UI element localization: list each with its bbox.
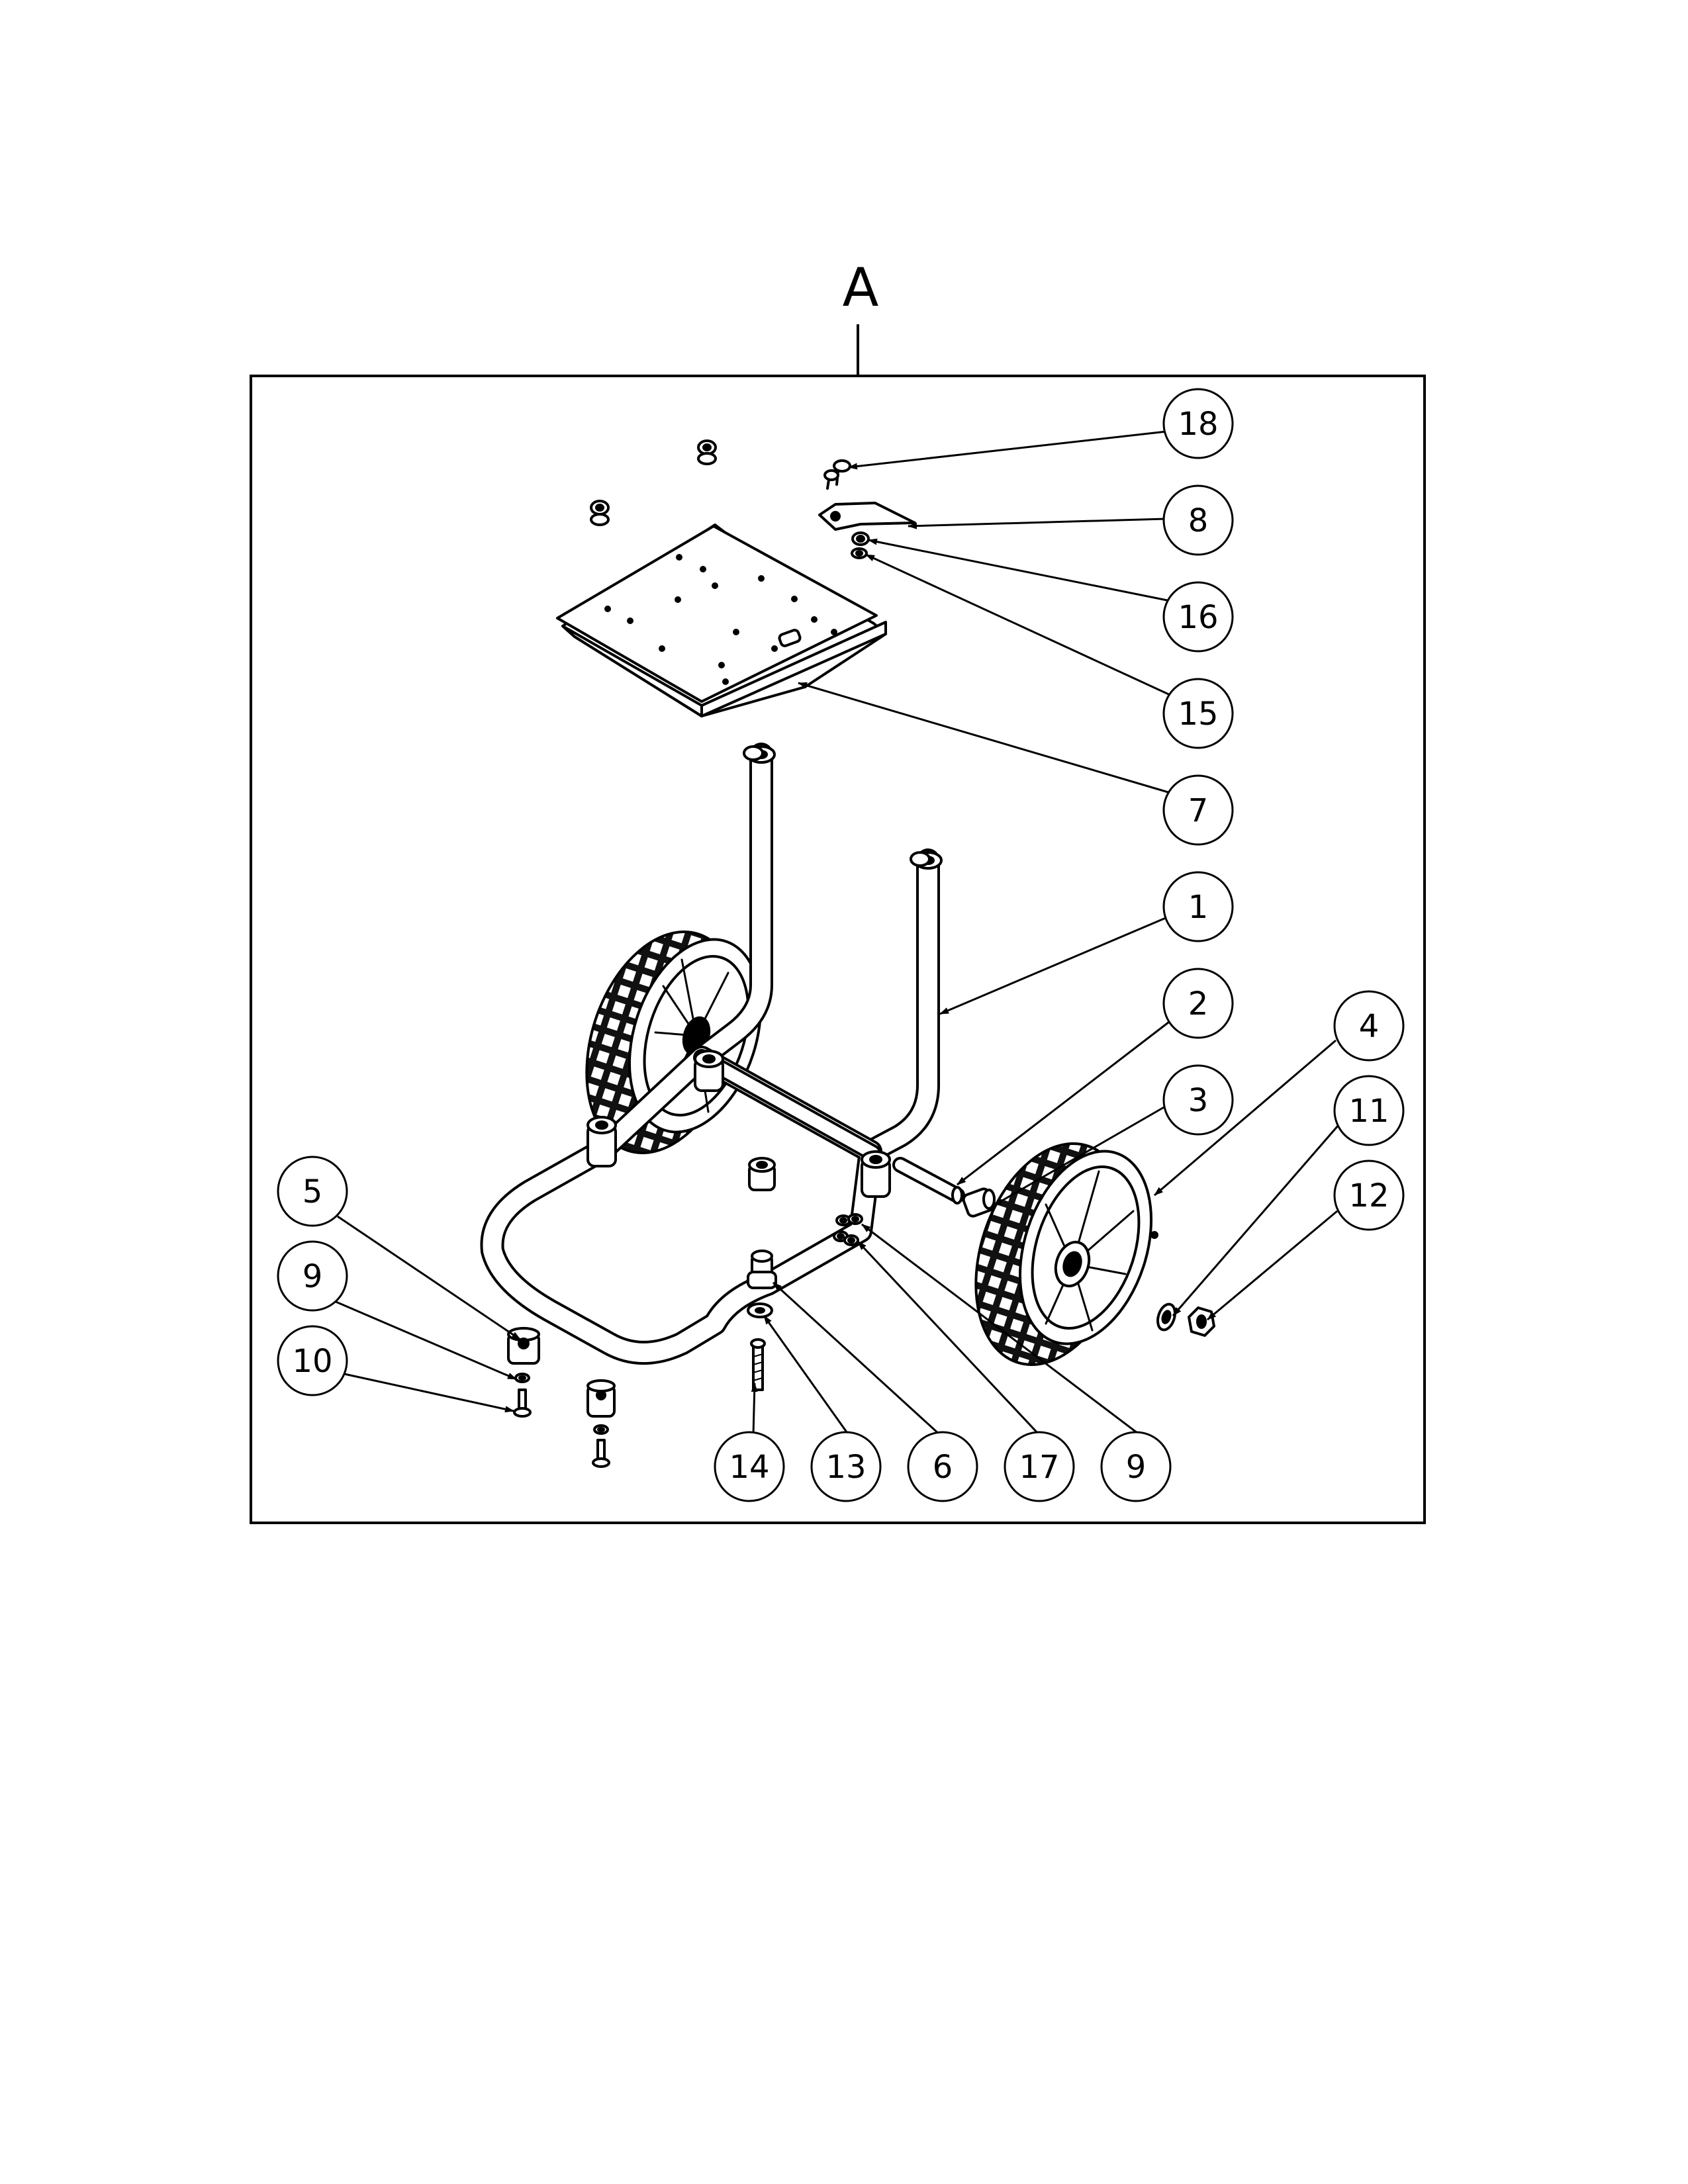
callout-label: 6 — [933, 1449, 953, 1486]
callout-label: 1 — [1188, 889, 1209, 926]
bolt-14 — [750, 1338, 766, 1391]
callout-circle — [1162, 388, 1234, 459]
callout-label: 4 — [1359, 1008, 1380, 1045]
view-label: A — [842, 257, 879, 318]
callout-circle — [1004, 1431, 1075, 1502]
callout-circle — [1162, 484, 1234, 556]
callout-label: 10 — [292, 1343, 332, 1380]
callout-nut-17: 17 — [1004, 1431, 1075, 1502]
callout-circle — [277, 1240, 348, 1312]
callout-washer-9: 9 — [277, 1240, 348, 1312]
view-frame — [250, 375, 1426, 1524]
callout-axle-2: 2 — [1162, 968, 1234, 1039]
screw-10 — [513, 1388, 532, 1418]
callout-nut-12: 12 — [1333, 1160, 1405, 1231]
callout-label: 17 — [1019, 1449, 1059, 1486]
callout-label: 18 — [1178, 406, 1218, 443]
frame-mount-left — [586, 1116, 617, 1167]
callout-circle — [810, 1431, 882, 1502]
callout-circle — [1162, 871, 1234, 942]
callout-label: 9 — [1126, 1449, 1147, 1486]
callout-circle — [1162, 774, 1234, 846]
wheel-right — [974, 1142, 1158, 1366]
callout-label: 9 — [303, 1258, 323, 1295]
washer-9-left — [514, 1373, 530, 1383]
frame-mount-rear — [694, 1050, 724, 1092]
callout-bolt-18: 18 — [1162, 388, 1234, 459]
nuts-17 — [835, 1213, 863, 1226]
callout-spacer-3: 3 — [1162, 1064, 1234, 1136]
callout-circle — [1333, 1160, 1405, 1231]
callout-bushing-6: 6 — [907, 1431, 978, 1502]
bracket-8 — [818, 502, 916, 531]
callout-label: 12 — [1348, 1177, 1389, 1214]
callout-circle — [1162, 581, 1234, 653]
bushing-6-top — [748, 1157, 776, 1191]
bushing-6 — [747, 1250, 777, 1289]
callout-bracket-8: 8 — [1162, 484, 1234, 556]
top-nut-b — [590, 500, 610, 526]
callout-label: 14 — [729, 1449, 769, 1486]
bolt-18 — [823, 459, 851, 490]
callout-nut-16: 16 — [1162, 581, 1234, 653]
frame-tube — [480, 743, 940, 1365]
frame-mount-right — [861, 1150, 891, 1198]
callout-screw-10: 10 — [277, 1325, 348, 1396]
callout-label: 16 — [1178, 599, 1218, 636]
callout-circle — [1162, 968, 1234, 1039]
callout-washer-9: 9 — [1100, 1431, 1172, 1502]
callout-circle — [1162, 1064, 1234, 1136]
callout-circle — [1100, 1431, 1172, 1502]
foot-5-second — [586, 1379, 616, 1468]
callout-label: 5 — [303, 1173, 323, 1210]
washers-9-right — [833, 1230, 859, 1246]
callout-circle — [1162, 678, 1234, 749]
callout-bolt-14: 14 — [714, 1431, 785, 1502]
mounting-plate — [556, 523, 887, 717]
callout-washer-13: 13 — [810, 1431, 882, 1502]
callout-circle — [277, 1156, 348, 1227]
spacer-3 — [962, 1187, 996, 1218]
callout-mounting-plate-7: 7 — [1162, 774, 1234, 846]
callout-label: 11 — [1348, 1093, 1389, 1130]
callout-washer-11: 11 — [1333, 1075, 1405, 1146]
callout-circle — [1333, 1075, 1405, 1146]
washer-13 — [747, 1302, 773, 1318]
callout-frame-1: 1 — [1162, 871, 1234, 942]
callout-label: 15 — [1178, 696, 1218, 733]
top-nut-a — [697, 439, 717, 465]
callout-label: 3 — [1188, 1082, 1209, 1119]
frame-tube-end-caps — [743, 745, 943, 870]
callout-wheel-4: 4 — [1333, 990, 1405, 1062]
callout-label: 2 — [1188, 985, 1209, 1023]
callout-circle — [907, 1431, 978, 1502]
callout-foot-5: 5 — [277, 1156, 348, 1227]
callout-circle — [277, 1325, 348, 1396]
washer-15 — [851, 547, 868, 559]
washer-11 — [1156, 1302, 1176, 1332]
nut-12 — [1188, 1306, 1215, 1337]
leader-lines — [334, 430, 1340, 1436]
nut-16 — [851, 531, 870, 546]
callout-label: 8 — [1188, 502, 1209, 539]
callout-label: 7 — [1188, 792, 1209, 829]
callout-circle — [1333, 990, 1405, 1062]
axle-2 — [892, 1157, 965, 1205]
callout-circle — [714, 1431, 785, 1502]
callout-washer-15: 15 — [1162, 678, 1234, 749]
callout-label: 13 — [825, 1449, 866, 1486]
